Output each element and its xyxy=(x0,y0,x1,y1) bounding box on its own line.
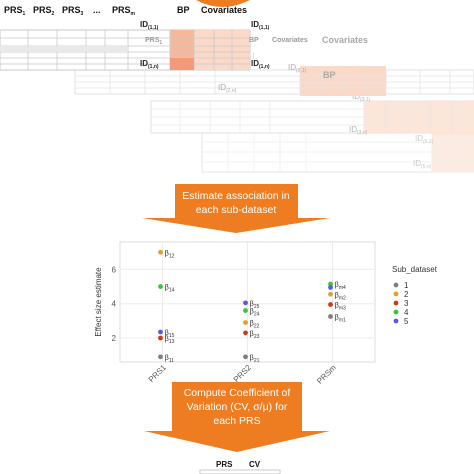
prsm-header: PRSm xyxy=(112,5,136,17)
data-point xyxy=(328,291,333,297)
arrow2-line3: each PRS xyxy=(213,415,260,427)
legend-swatch xyxy=(393,309,399,315)
estimate-association-arrow: Estimate association in each sub-dataset xyxy=(142,184,330,233)
compute-cv-arrow: Compute Coefficient of Variation (CV, σ/… xyxy=(144,382,330,452)
legend-entry: 3 xyxy=(404,299,409,308)
point-label: βm4 xyxy=(335,280,346,291)
point-label: β22 xyxy=(250,319,260,330)
point-label: β23 xyxy=(250,329,260,340)
point-label: β14 xyxy=(165,283,175,294)
legend-entry: 1 xyxy=(404,281,409,290)
data-point xyxy=(158,335,163,341)
data-point xyxy=(158,354,163,360)
data-point xyxy=(243,330,248,336)
point-label: βm2 xyxy=(335,290,346,301)
data-point xyxy=(243,354,248,360)
data-point xyxy=(158,329,163,335)
data-point xyxy=(158,249,163,255)
cv-table-cv-header: CV xyxy=(249,460,261,469)
legend-entry: 2 xyxy=(404,290,409,299)
point-label: β15 xyxy=(165,328,175,339)
layer5-id-first: ID(5,1) xyxy=(415,134,434,145)
id-last-label-right: ID(1,n) xyxy=(251,59,270,70)
prs-ellipsis-header: ... xyxy=(93,5,101,15)
id-last-label: ID(1,n) xyxy=(140,59,159,70)
cv-table-prs-header: PRS xyxy=(216,460,233,469)
data-point xyxy=(243,308,248,313)
point-label: βm3 xyxy=(335,301,346,312)
covariates-columns xyxy=(194,30,250,70)
id-first-label: ID(1,1) xyxy=(140,20,159,31)
data-point xyxy=(328,314,333,319)
arrow1-line1: Estimate association in xyxy=(182,190,290,202)
layer2-covariates-header-front: Covariates xyxy=(272,37,308,44)
arrow2-line2: Variation (CV, σ/μ) for xyxy=(187,401,288,413)
point-label: β13 xyxy=(165,334,175,345)
layer5-id-last: ID(5,n) xyxy=(413,159,432,170)
legend-swatch xyxy=(393,300,399,306)
sub-dataset-layer-1: PRS1 BP Covariates ⋮ xyxy=(0,29,308,71)
point-label: βm1 xyxy=(335,313,346,324)
point-label: β24 xyxy=(250,307,260,318)
y-tick-label: 6 xyxy=(112,265,117,274)
top-arrow-fragment xyxy=(196,0,250,7)
legend-swatch xyxy=(393,318,399,324)
layer2-id-first: ID(2,1) xyxy=(288,63,307,74)
legend-swatch xyxy=(393,282,399,288)
data-point xyxy=(328,302,333,307)
point-label: β25 xyxy=(250,299,260,310)
cv-table: PRS CV xyxy=(199,460,281,474)
layer2-bp-header: BP xyxy=(323,70,336,80)
sub-dataset-layer-3: ID(3,1) ID(3,n) Covariates xyxy=(150,68,474,136)
legend-title: Sub_dataset xyxy=(392,265,438,274)
point-label: β11 xyxy=(165,353,175,364)
covariates-header: Covariates xyxy=(201,5,247,15)
y-tick-label: 2 xyxy=(112,334,117,343)
data-point xyxy=(243,300,248,306)
bp-header: BP xyxy=(177,5,190,15)
layer3-id-last: ID(3,n) xyxy=(349,125,368,136)
point-label: β21 xyxy=(250,353,260,364)
layer2-covariates-header: Covariates xyxy=(322,35,368,45)
data-point xyxy=(328,285,333,290)
y-axis-label: Effect size estimate xyxy=(94,267,103,337)
sub-dataset-layer-5: ID(5,1) ID(5,n) xyxy=(201,131,474,173)
y-tick-label: 4 xyxy=(112,300,117,309)
legend-entry: 4 xyxy=(404,308,409,317)
data-point xyxy=(243,320,248,325)
prs1-header: PRS1 xyxy=(4,5,26,17)
layer2-bp-header-front: BP xyxy=(249,37,259,44)
layer3-id-first: ID(3,1) xyxy=(352,92,371,103)
arrow2-line1: Compute Coefficient of xyxy=(184,387,291,399)
prs2-header: PRS2 xyxy=(33,5,55,17)
x-tick-label: PRS1 xyxy=(147,363,169,385)
sub-dataset-layer-2: ID(2,1) ID(2,n) Covariates BP xyxy=(74,35,474,96)
point-label: β12 xyxy=(165,248,175,259)
data-point xyxy=(158,284,163,289)
data-point xyxy=(328,281,333,287)
x-tick-label: PRSm xyxy=(315,363,338,386)
matrix-headers: PRS1 PRS2 PRS3 ... PRSm ID(1,1) ID(1,n) … xyxy=(4,5,270,70)
x-tick-label: PRS2 xyxy=(232,363,254,385)
legend-swatch xyxy=(393,291,399,297)
layer2-prs-header: PRS1 xyxy=(145,37,162,46)
legend-entry: 5 xyxy=(404,317,409,326)
prs3-header: PRS3 xyxy=(62,5,84,17)
id-first-label-right: ID(1,1) xyxy=(251,20,270,31)
layer2-id-last: ID(2,n) xyxy=(218,83,237,94)
arrow1-line2: each sub-dataset xyxy=(196,204,277,216)
layer2-ellipsis: ⋮ xyxy=(250,53,257,60)
